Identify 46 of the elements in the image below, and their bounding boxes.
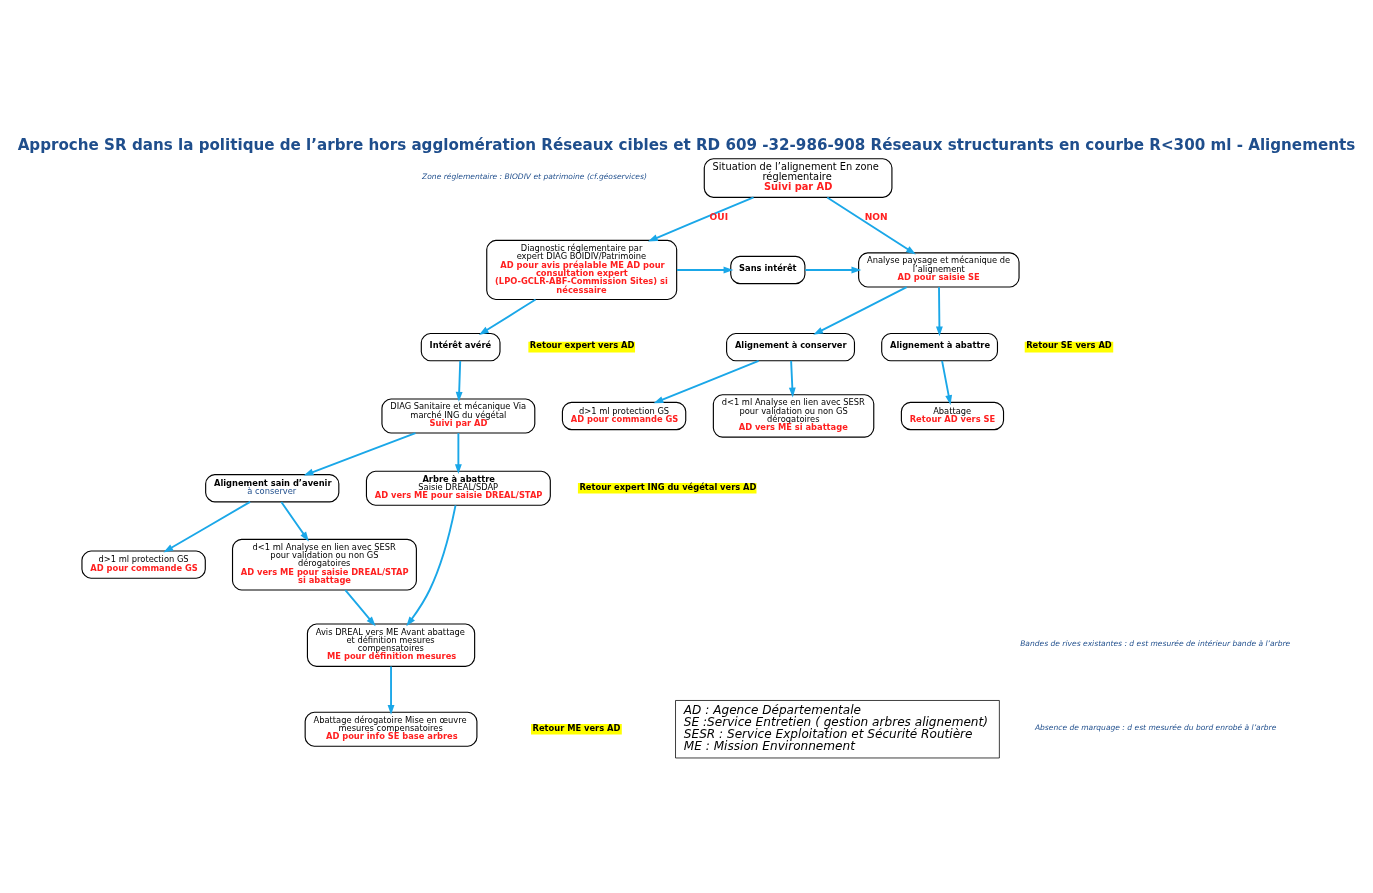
node-box: Abattage Retour AD vers SE xyxy=(900,401,1005,430)
node-box: Diagnostic réglementaire par expert DIAG BOIDIV/Patrimoine AD pour avis préalable ME AD pour consultation expert (LPO-GCLR-ABF-Commission Sites) si nécessaire xyxy=(486,239,678,300)
label: Retour SE vers AD xyxy=(1026,339,1112,350)
arrow xyxy=(406,503,457,626)
node-box: Avis DREAL vers ME Avant abattage et définition mesures compensatoires ME pour définition mesures xyxy=(306,623,476,667)
label: Retour expert ING du végétal vers AD xyxy=(579,481,757,492)
node-box: AD : Agence Départementale SE :Service Entretien ( gestion arbres alignement) SESR : Service Exploitation et Sécurité Routière ME : Mission Environnement xyxy=(675,699,1000,758)
node-box: Alignement sain d’avenir à conserver xyxy=(205,473,340,502)
label: Absence de marquage : d est mesurée du bord enrobé à l’arbre xyxy=(1034,722,1277,732)
arrow xyxy=(454,431,462,474)
label: Bandes de rives existantes : d est mesurée de intérieur bande à l’arbre xyxy=(1020,638,1291,648)
arrow xyxy=(804,266,862,273)
label: Retour expert vers AD xyxy=(529,339,635,350)
edge-label: OUI xyxy=(709,211,729,222)
label: Zone réglementaire : BIODIV et patrimoine (cf.géoservices) xyxy=(422,171,647,181)
node-box: DIAG Sanitaire et mécanique Via marché ING du végétal Suivi par AD xyxy=(381,397,536,434)
arrow xyxy=(303,431,417,476)
node-box: Sans intérêt xyxy=(730,255,806,284)
diagram-title: Approche SR dans la politique de l’arbre hors agglomération Réseaux cibles et RD 609 -32-986-908 Réseaux structurants en courbe R<300 ml - Alignements xyxy=(17,135,1356,154)
node-box: Alignement à abattre xyxy=(881,332,999,361)
node-box: Alignement à conserver xyxy=(726,332,856,361)
node-box: Analyse paysage et mécanique de l’alignement AD pour saisie SE xyxy=(858,251,1020,288)
node-box: Abattage dérogatoire Mise en œuvre mesures compensatoires AD pour info SE base arbres xyxy=(304,711,478,747)
arrow xyxy=(826,196,916,254)
node-box: Situation de l’alignement En zone réglementaire Suivi par AD xyxy=(703,157,893,198)
arrow xyxy=(280,500,309,542)
arrow xyxy=(647,195,755,242)
node-box: d<1 ml Analyse en lien avec SESR pour validation ou non GS dérogatoires AD vers ME si abattage xyxy=(712,393,875,438)
arrow xyxy=(935,285,943,336)
arrow xyxy=(676,266,734,273)
arrow xyxy=(813,285,908,335)
edge-label: NON xyxy=(864,211,888,222)
arrow xyxy=(387,665,395,715)
node-box: d>1 ml protection GS AD pour commande GS xyxy=(81,549,206,579)
node-box: Arbre à abattre Saisie DREAL/SDAP AD vers ME pour saisie DREAL/STAP xyxy=(365,470,551,506)
node-box: d>1 ml protection GS AD pour commande GS xyxy=(561,401,687,430)
arrow xyxy=(941,359,953,405)
arrow xyxy=(788,359,796,397)
node-box: d<1 ml Analyse en lien avec SESR pour validation ou non GS dérogatoires AD vers ME pour saisie DREAL/STAP si abattage xyxy=(231,538,417,591)
arrow xyxy=(344,588,376,626)
arrow xyxy=(163,500,252,552)
label: Retour ME vers AD xyxy=(532,722,621,733)
arrow xyxy=(653,359,760,403)
node-box: Intérêt avéré xyxy=(420,332,501,361)
arrow xyxy=(478,298,537,335)
arrow xyxy=(455,359,463,402)
